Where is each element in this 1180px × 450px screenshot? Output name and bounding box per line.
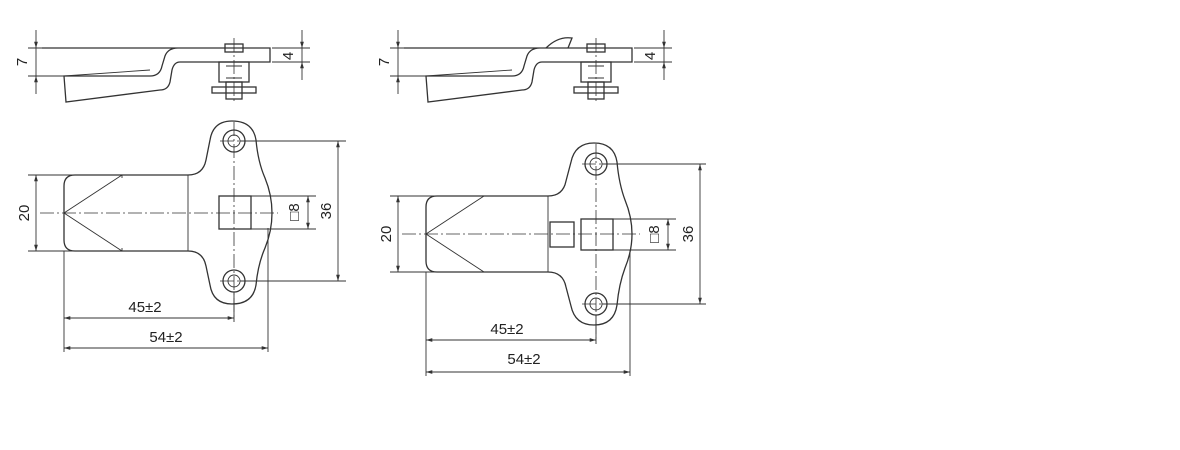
dim-width-label: 20 bbox=[378, 226, 395, 243]
dim-overall-length-label: 54±2 bbox=[149, 329, 182, 346]
variant-right: 7 4 bbox=[376, 30, 706, 376]
plan-view-left: 20 □8 36 45±2 54±2 bbox=[16, 120, 346, 352]
dim-thickness-label: 7 bbox=[14, 58, 31, 66]
dim-offset-label: 4 bbox=[642, 52, 659, 60]
dim-square-hole-label: □8 bbox=[646, 225, 663, 242]
dim-hole-spacing-label: 36 bbox=[680, 226, 697, 243]
side-view-left: 7 4 bbox=[14, 30, 310, 104]
plan-view-right: 20 □8 36 45±2 54±2 bbox=[378, 142, 706, 376]
dim-hole-spacing-label: 36 bbox=[318, 203, 335, 220]
dim-hole-distance-label: 45±2 bbox=[128, 299, 161, 316]
dim-thickness-label: 7 bbox=[376, 58, 393, 66]
dim-offset-label: 4 bbox=[280, 52, 297, 60]
dim-square-hole-label: □8 bbox=[286, 203, 303, 220]
dim-hole-distance-label: 45±2 bbox=[490, 321, 523, 338]
dim-width-label: 20 bbox=[16, 205, 33, 222]
side-view-right: 7 4 bbox=[376, 30, 672, 104]
dim-overall-length-label: 54±2 bbox=[507, 351, 540, 368]
variant-left: 7 4 bbox=[14, 30, 346, 352]
